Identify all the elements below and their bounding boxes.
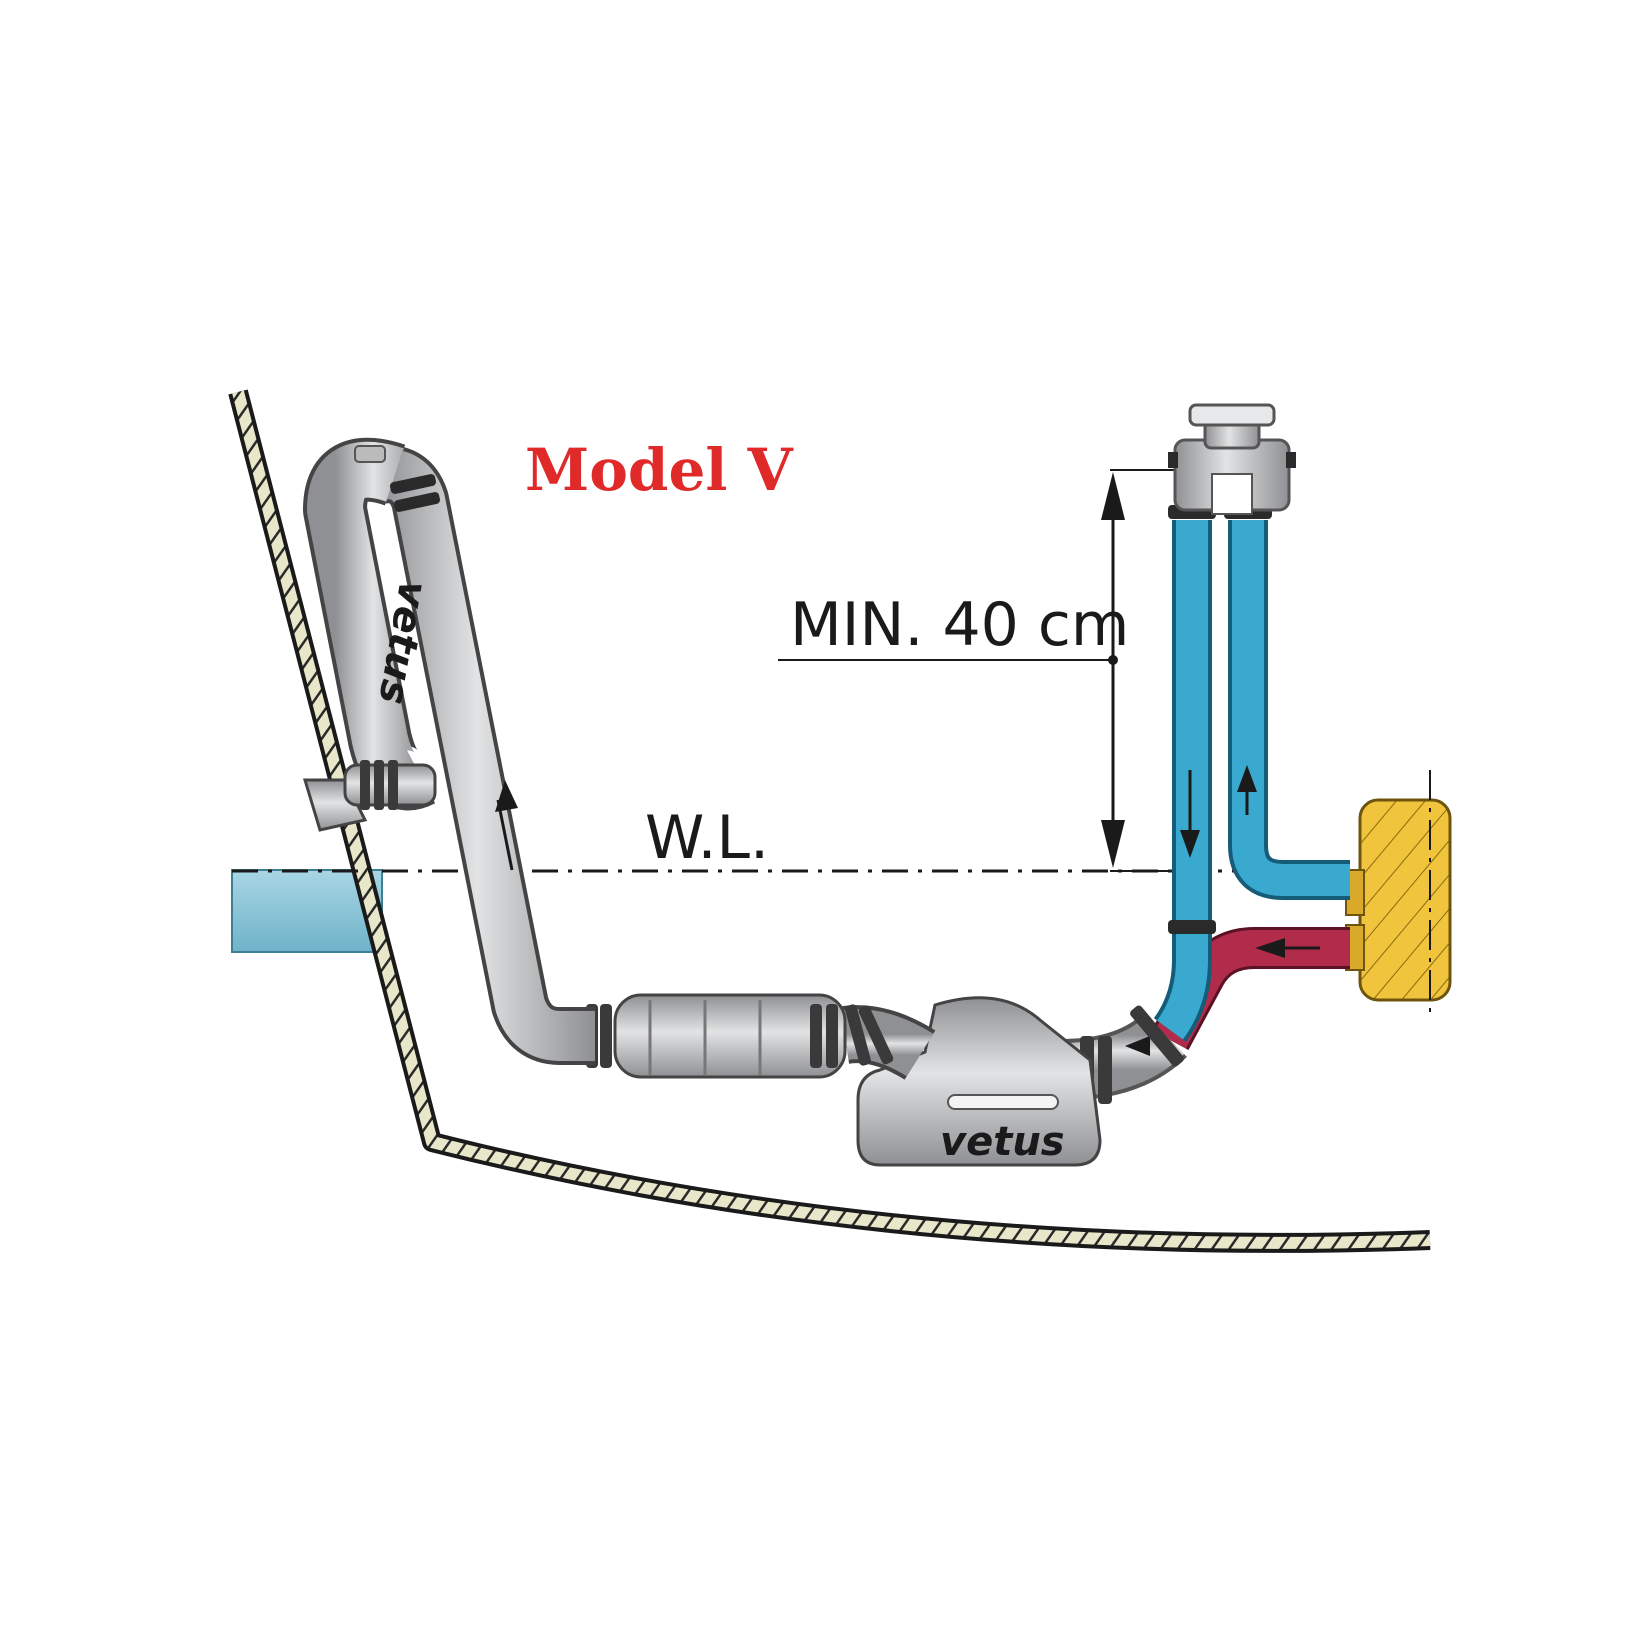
flow-arrow-up-icon-2 bbox=[495, 780, 518, 812]
waterlock-muffler: vetus bbox=[856, 996, 1102, 1167]
flow-arrow-left-icon-2 bbox=[1125, 1036, 1150, 1056]
hull-outlet-fitting bbox=[302, 760, 437, 832]
dimension-arrow-bottom-icon bbox=[1101, 820, 1125, 868]
flow-arrow-down-icon bbox=[1180, 830, 1200, 858]
in-line-muffler bbox=[586, 993, 847, 1079]
flexible-connector bbox=[840, 1004, 936, 1080]
gooseneck: vetus bbox=[303, 437, 441, 811]
engine-block bbox=[1345, 770, 1452, 1020]
height-dimension bbox=[778, 469, 1195, 872]
flow-arrow-up-icon bbox=[1237, 765, 1257, 792]
flow-arrow-left-icon bbox=[1255, 938, 1285, 958]
dimension-arrow-top-icon bbox=[1101, 472, 1125, 520]
boat-hull-inner bbox=[232, 390, 1431, 1249]
cooling-water-loop bbox=[1153, 505, 1350, 1042]
dimension-label: MIN. 40 cm bbox=[790, 590, 1129, 660]
diagram-title: Model V bbox=[525, 436, 794, 504]
waterline-label: W.L. bbox=[645, 803, 769, 873]
waterlock-brand-logo: vetus bbox=[940, 1119, 1065, 1165]
anti-siphon-valve bbox=[1168, 403, 1296, 515]
